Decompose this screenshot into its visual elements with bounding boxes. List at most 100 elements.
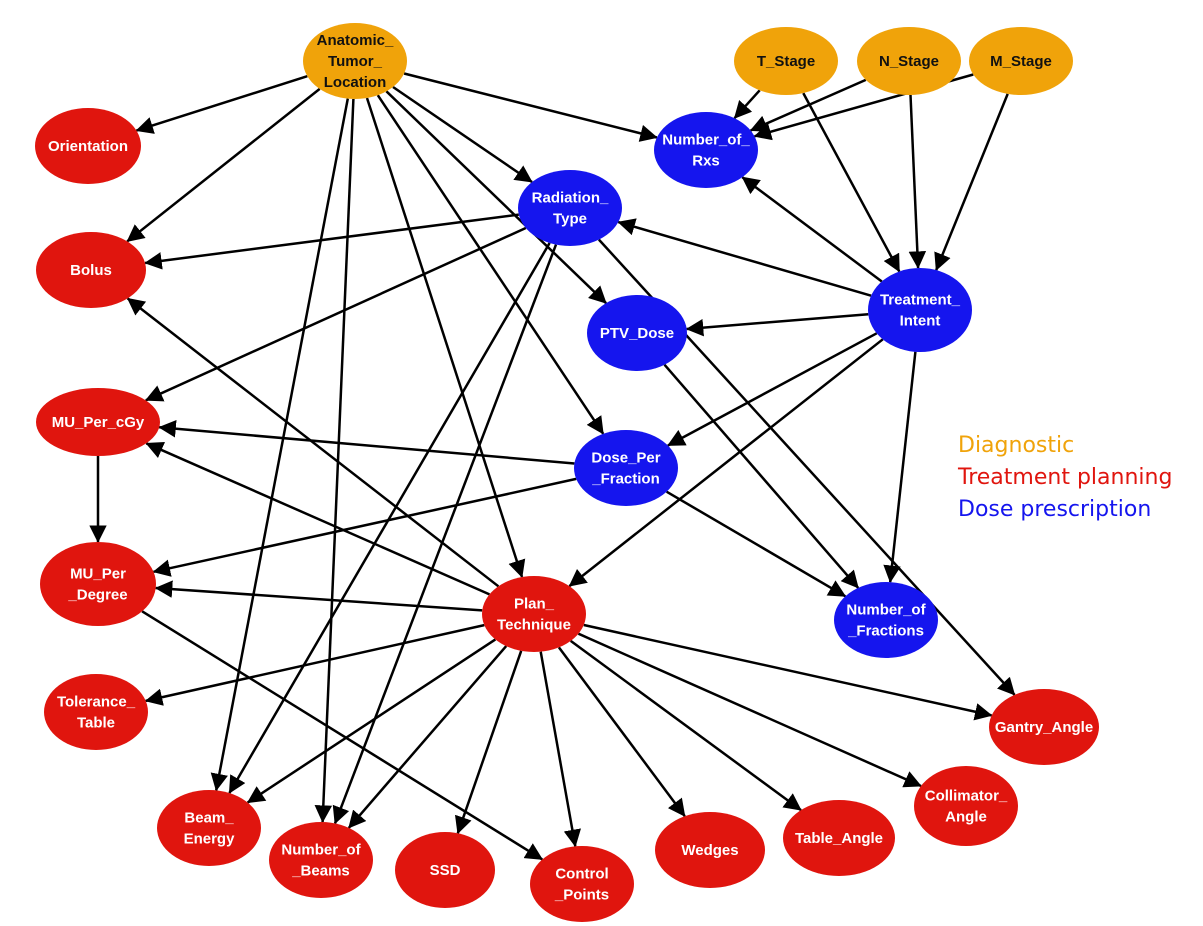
node-beam-energy-label: Energy: [184, 831, 236, 848]
edge-radiation-type-to-beam-energy: [228, 242, 551, 794]
edge-anatomic-to-orientation: [135, 75, 308, 134]
node-number-of-beams-label: _Beams: [291, 863, 350, 880]
node-gantry-angle-label: Gantry_Angle: [995, 719, 1093, 736]
node-ptv-dose: PTV_Dose: [587, 295, 687, 371]
node-n-stage: N_Stage: [857, 27, 961, 95]
node-mu-per-degree-label: _Degree: [67, 587, 127, 604]
legend-item-dose-prescription: Dose prescription: [958, 497, 1152, 522]
node-table-angle: Table_Angle: [783, 800, 895, 876]
edge-anatomic-to-dose-per-fraction: [376, 94, 605, 435]
edge-anatomic-to-plan-technique: [365, 97, 526, 578]
node-m-stage: M_Stage: [969, 27, 1073, 95]
node-collimator-angle-label: Angle: [945, 809, 987, 826]
edge-t-stage-to-treatment-intent: [802, 92, 901, 273]
node-dose-per-fraction-shape: [574, 430, 678, 506]
edge-anatomic-to-radiation-type: [392, 85, 533, 184]
edge-treatment-intent-to-dose-per-fraction: [667, 332, 878, 447]
node-ssd-label: SSD: [430, 862, 461, 879]
node-anatomic-shape: [303, 23, 407, 99]
node-treatment-intent-shape: [868, 268, 972, 352]
node-mu-per-cgy-shape: [36, 388, 160, 456]
node-m-stage-shape: [969, 27, 1073, 95]
node-orientation-label: Orientation: [48, 138, 128, 155]
node-beam-energy-label: Beam_: [184, 810, 234, 827]
node-tolerance-table-label: Table: [77, 715, 115, 732]
node-anatomic: Anatomic_Tumor_Location: [303, 23, 407, 99]
node-mu-per-degree-shape: [40, 542, 156, 626]
node-dose-per-fraction-label: _Fraction: [591, 471, 660, 488]
node-control-points: Control_Points: [530, 846, 634, 922]
edge-n-stage-to-treatment-intent: [908, 94, 927, 269]
node-table-angle-label: Table_Angle: [795, 830, 883, 847]
edge-ptv-dose-to-number-of-fractions: [663, 363, 860, 589]
node-table-angle-shape: [783, 800, 895, 876]
edge-plan-technique-to-wedges: [557, 646, 686, 817]
node-collimator-angle-shape: [914, 766, 1018, 846]
node-radiation-type-label: Radiation_: [532, 190, 609, 207]
edge-anatomic-to-ptv-dose: [385, 90, 607, 305]
edge-m-stage-to-treatment-intent: [934, 93, 1009, 271]
node-number-of-fractions-shape: [834, 582, 938, 658]
node-t-stage-shape: [734, 27, 838, 95]
node-wedges-shape: [655, 812, 765, 888]
edge-treatment-intent-to-number-of-fractions: [883, 351, 917, 583]
edge-plan-technique-to-gantry-angle: [583, 623, 993, 721]
edge-dose-per-fraction-to-mu-per-degree: [152, 477, 577, 577]
edge-radiation-type-to-number-of-beams: [332, 244, 558, 825]
node-number-of-beams-label: Number_of: [281, 842, 361, 859]
node-ptv-dose-label: PTV_Dose: [600, 325, 674, 342]
node-bolus: Bolus: [36, 232, 146, 308]
node-orientation: Orientation: [35, 108, 141, 184]
node-wedges: Wedges: [655, 812, 765, 888]
edge-mu-per-degree-to-control-points: [141, 610, 544, 861]
node-n-stage-shape: [857, 27, 961, 95]
node-treatment-intent-label: Intent: [900, 313, 941, 330]
node-number-of-rxs-shape: [654, 112, 758, 188]
edge-treatment-intent-to-number-of-rxs: [741, 176, 883, 283]
node-bolus-label: Bolus: [70, 262, 112, 279]
node-collimator-angle-label: Collimator_: [925, 788, 1008, 805]
edge-n-stage-to-number-of-rxs: [749, 78, 867, 132]
edge-t-stage-to-number-of-rxs: [733, 89, 761, 120]
node-number-of-rxs-label: Rxs: [692, 153, 720, 170]
node-mu-per-degree: MU_Per _Degree: [40, 542, 156, 626]
node-treatment-intent: Treatment_Intent: [868, 268, 972, 352]
node-anatomic-label: Anatomic_: [317, 32, 394, 49]
node-number-of-fractions-label: Number_of: [846, 602, 926, 619]
node-control-points-shape: [530, 846, 634, 922]
edge-dose-per-fraction-to-mu-per-cgy: [158, 420, 575, 465]
node-radiation-type-shape: [518, 170, 622, 246]
legend-item-treatment-planning: Treatment planning: [958, 465, 1173, 490]
edge-anatomic-to-bolus: [126, 87, 321, 243]
node-ssd: SSD: [395, 832, 495, 908]
node-gantry-angle: Gantry_Angle: [989, 689, 1099, 765]
legend-item-diagnostic: Diagnostic: [958, 433, 1075, 458]
node-tolerance-table: Tolerance_Table: [44, 674, 148, 750]
node-radiation-type-label: Type: [553, 211, 587, 228]
node-anatomic-label: Tumor_: [328, 53, 383, 70]
node-number-of-fractions: Number_of _Fractions: [834, 582, 938, 658]
node-orientation-shape: [35, 108, 141, 184]
node-gantry-angle-shape: [989, 689, 1099, 765]
node-number-of-beams-shape: [269, 822, 373, 898]
edge-plan-technique-to-table-angle: [569, 639, 802, 812]
edge-treatment-intent-to-radiation-type: [617, 218, 872, 297]
node-mu-per-degree-label: MU_Per: [70, 566, 126, 583]
node-mu-per-cgy: MU_Per_cGy: [36, 388, 160, 456]
edge-radiation-type-to-bolus: [144, 213, 519, 270]
edge-plan-technique-to-number-of-beams: [347, 645, 508, 829]
edge-plan-technique-to-bolus: [126, 297, 500, 588]
node-number-of-fractions-label: _Fractions: [847, 623, 924, 640]
node-number-of-beams: Number_of _Beams: [269, 822, 373, 898]
legend: Diagnostic Treatment planning Dose presc…: [958, 430, 1172, 526]
edge-treatment-intent-to-ptv-dose: [685, 312, 869, 337]
node-plan-technique-label: Technique: [497, 617, 571, 634]
edge-plan-technique-to-ssd: [454, 650, 523, 835]
node-mu-per-cgy-label: MU_Per_cGy: [52, 414, 145, 431]
node-wedges-label: Wedges: [681, 842, 738, 859]
edge-dose-per-fraction-to-number-of-fractions: [665, 490, 847, 598]
edge-plan-technique-to-tolerance-table: [144, 623, 485, 706]
node-dose-per-fraction: Dose_Per_Fraction: [574, 430, 678, 506]
